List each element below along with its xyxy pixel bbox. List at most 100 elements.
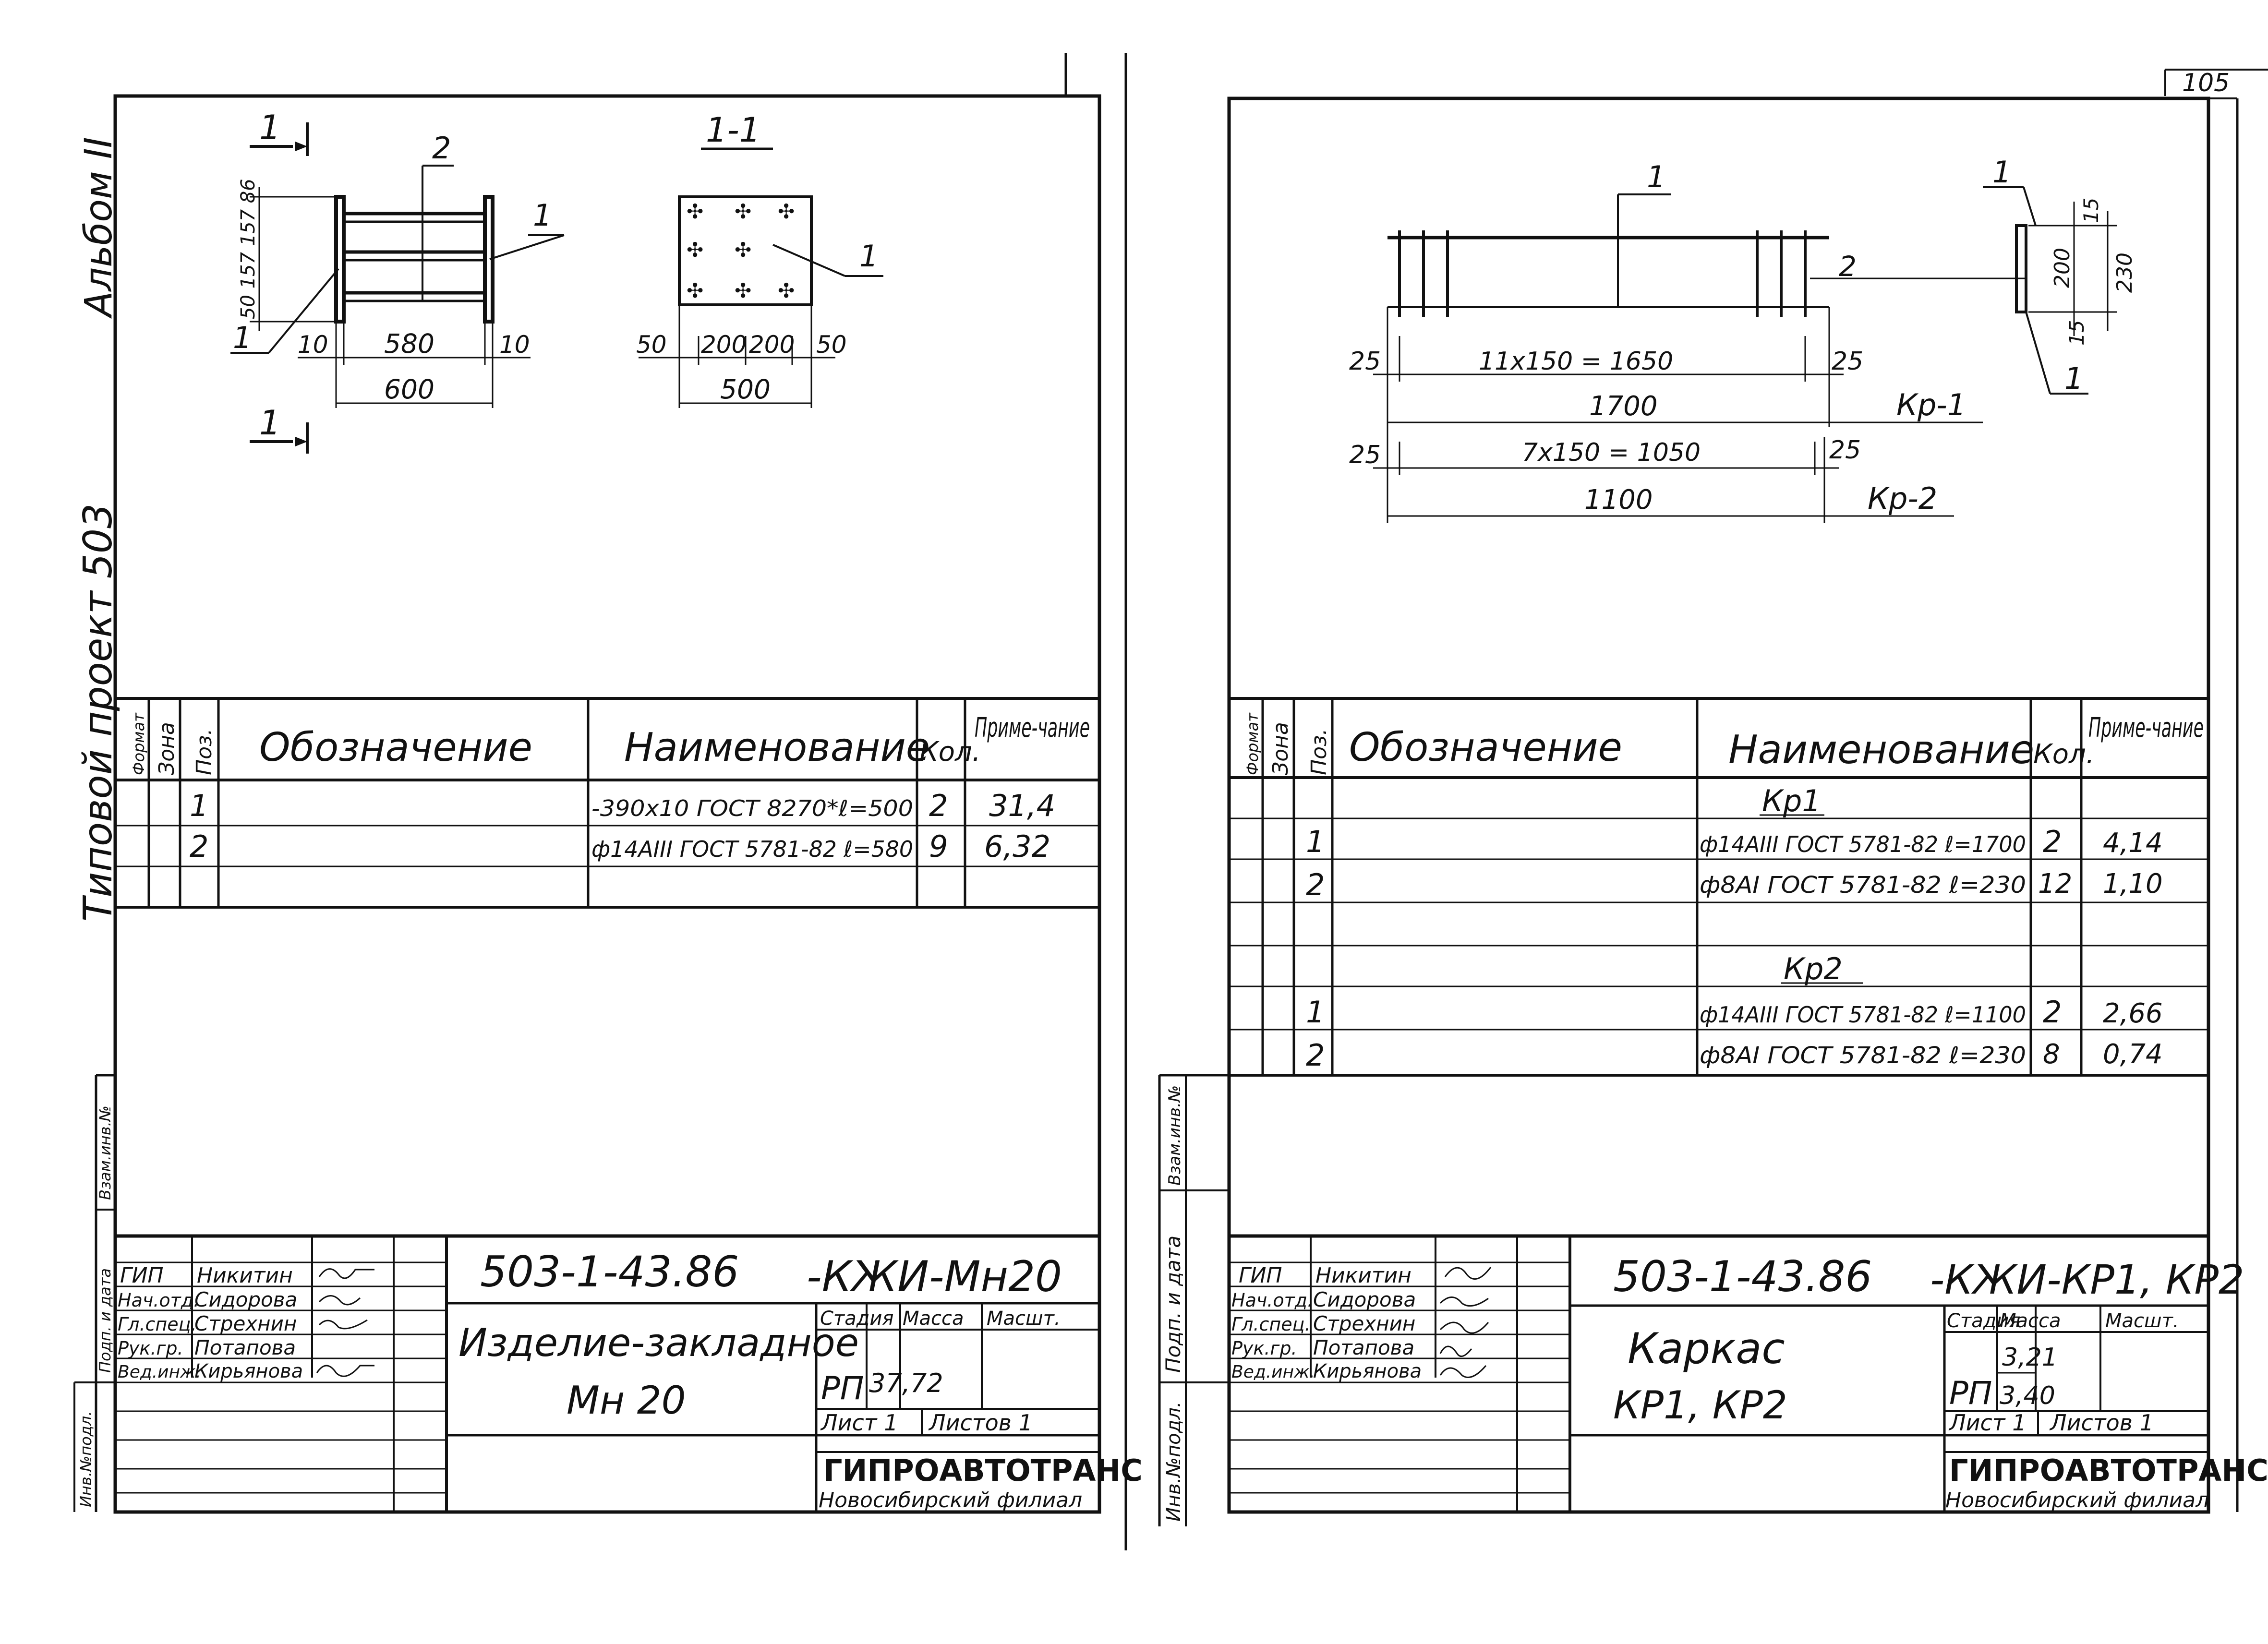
left-stamp-zam: Взам.инв.№ <box>96 1105 114 1200</box>
left-doc-code: 503-1-43.86 <box>480 1247 739 1296</box>
left-project-label: Типовой проект 503 <box>75 504 121 922</box>
dim-10-left: 10 <box>298 331 328 359</box>
dim-580: 580 <box>384 328 434 359</box>
svg-text:✣: ✣ <box>735 200 751 223</box>
left-frame <box>113 94 1101 1514</box>
right-kr2-row1-note: 2,66 <box>2103 998 2163 1029</box>
right-stamp-strip: Инв.№подл. Подп. и дата Взам.инв.№ <box>1158 1074 1229 1526</box>
right-mass-label: Масса <box>2000 1310 2061 1332</box>
left-row2-note: 6,32 <box>984 829 1050 864</box>
left-col-pos: Поз. <box>192 729 217 775</box>
dim-200-b: 200 <box>749 331 795 359</box>
right-frame <box>1227 96 2210 1514</box>
left-name-2: Стрехнин <box>194 1312 297 1335</box>
right-role-0: ГИП <box>1239 1263 1282 1288</box>
kr1-dim-mid: 11x150 = 1650 <box>1479 347 1673 376</box>
left-row1-qty: 2 <box>929 788 948 823</box>
right-stamp-zam: Взам.инв.№ <box>1165 1085 1184 1186</box>
dim-50-right: 50 <box>816 331 847 359</box>
right-sheet-label: Лист 1 <box>1948 1410 2026 1436</box>
svg-text:✣: ✣ <box>735 279 751 302</box>
right-cage-drawing: 1 2 1 <box>1349 155 2137 523</box>
left-branch-name: Новосибирский филиал <box>819 1488 1082 1512</box>
right-kr1-row2-name: ф8АI ГОСТ 5781-82 ℓ=230 <box>1700 872 2026 899</box>
right-kr2-row2-note: 0,74 <box>2103 1039 2163 1070</box>
left-role-0: ГИП <box>120 1263 164 1288</box>
dim-200-a: 200 <box>701 331 747 359</box>
left-col-zone: Зона <box>155 722 179 775</box>
left-row1-note: 31,4 <box>989 788 1055 823</box>
right-col-name: Наименование <box>1728 727 2034 773</box>
cage-pos-label-2: 2 <box>1839 250 1857 283</box>
kr1-total: 1700 <box>1589 391 1658 422</box>
dim-600: 600 <box>384 374 434 405</box>
right-col-zone: Зона <box>1268 722 1293 775</box>
right-kr1-row2-qty: 12 <box>2038 868 2072 900</box>
left-stage-label: Стадия <box>820 1308 893 1330</box>
kr2-dim-left: 25 <box>1349 441 1381 469</box>
right-sheet: 105 Инв.№подл. Подп. и дата Взам.инв.№ 1 <box>1158 69 2268 1526</box>
left-role-3: Рук.гр. <box>118 1338 183 1359</box>
left-side-dims: 50 157 157 86 <box>237 179 259 319</box>
right-name-4: Кирьянова <box>1313 1360 1422 1382</box>
left-row1-pos: 1 <box>190 788 208 823</box>
left-stamp-sign: Подп. и дата <box>96 1268 114 1373</box>
left-doc-code-suffix: -КЖИ-Мн20 <box>807 1252 1062 1301</box>
left-item-name-1: Изделие-закладное <box>458 1320 859 1365</box>
left-stamp-inv: Инв.№подл. <box>77 1411 95 1507</box>
left-sheet-label: Лист 1 <box>820 1410 898 1436</box>
svg-text:✣: ✣ <box>687 279 703 302</box>
left-name-4: Кирьянова <box>194 1360 303 1382</box>
left-signatures <box>316 1268 374 1377</box>
right-kr1-row1-note: 4,14 <box>2103 828 2163 859</box>
right-sheets-label: Листов 1 <box>2049 1410 2154 1436</box>
left-sheets-label: Листов 1 <box>928 1410 1033 1436</box>
right-kr2-row2-name: ф8АI ГОСТ 5781-82 ℓ=230 <box>1700 1042 2026 1069</box>
kr2-label: Кр-2 <box>1868 481 1937 516</box>
left-spec-table: Формат Зона Поз. Обозначение Наименовани… <box>115 697 1099 909</box>
left-col-format: Формат <box>130 712 148 775</box>
left-row2-qty: 9 <box>929 829 948 864</box>
dim-10-right: 10 <box>499 331 530 359</box>
right-stage-label: Стадия <box>1947 1310 2020 1332</box>
pos-label-2: 2 <box>432 131 451 166</box>
left-stage-value: РП <box>821 1370 864 1407</box>
cage-pos-label-1: 1 <box>1647 159 1665 194</box>
pos-label-1-left: 1 <box>233 320 252 355</box>
left-name-1: Сидорова <box>194 1288 297 1311</box>
dim-side-230: 230 <box>2112 252 2137 293</box>
left-col-designation: Обозначение <box>259 725 532 770</box>
right-stamp-inv: Инв.№подл. <box>1163 1401 1185 1522</box>
dim-side-15-top: 15 <box>2079 198 2103 223</box>
group-kr1: Кр1 <box>1762 783 1821 818</box>
right-branch-name: Новосибирский филиал <box>1945 1488 2209 1512</box>
right-col-format: Формат <box>1243 712 1262 775</box>
right-name-1: Сидорова <box>1313 1288 1416 1311</box>
left-row2-name: ф14АIII ГОСТ 5781-82 ℓ=580 <box>591 836 913 862</box>
kr2-total: 1100 <box>1584 484 1653 516</box>
cage-side-pos-1: 1 <box>1992 155 2011 190</box>
right-kr2-row1-qty: 2 <box>2043 995 2062 1030</box>
left-stamp-strip: Инв.№подл. Подп. и дата Взам.инв.№ <box>73 1074 115 1512</box>
kr1-dim-right: 25 <box>1832 347 1863 376</box>
dim-500: 500 <box>720 374 771 405</box>
right-scale-label: Масшт. <box>2105 1310 2179 1332</box>
right-title-block: ГИП Нач.отд. Гл.спец. Рук.гр. Вед.инж. Н… <box>1229 1234 2268 1512</box>
right-kr1-row1-pos: 1 <box>1306 824 1325 859</box>
left-role-2: Гл.спец. <box>118 1314 197 1335</box>
left-role-1: Нач.отд. <box>118 1290 199 1311</box>
svg-text:✣: ✣ <box>778 279 795 302</box>
left-sheet: Альбом II Типовой проект 503 Инв.№подл. … <box>73 53 1143 1550</box>
section-bar-marks: ✣ ✣ ✣ ✣ ✣ ✣ ✣ ✣ <box>687 200 795 302</box>
section-mark-bottom: 1 <box>259 403 281 443</box>
right-role-3: Рук.гр. <box>1231 1338 1297 1359</box>
left-album-label: Альбом II <box>77 137 121 319</box>
right-kr2-row1-name: ф14АIII ГОСТ 5781-82 ℓ=1100 <box>1700 1002 2026 1028</box>
svg-text:✣: ✣ <box>778 200 795 223</box>
svg-text:✣: ✣ <box>687 200 703 223</box>
left-mass-value: 37,72 <box>869 1368 943 1398</box>
section-title: 1-1 <box>706 110 760 150</box>
dim-50-left: 50 <box>636 331 667 359</box>
